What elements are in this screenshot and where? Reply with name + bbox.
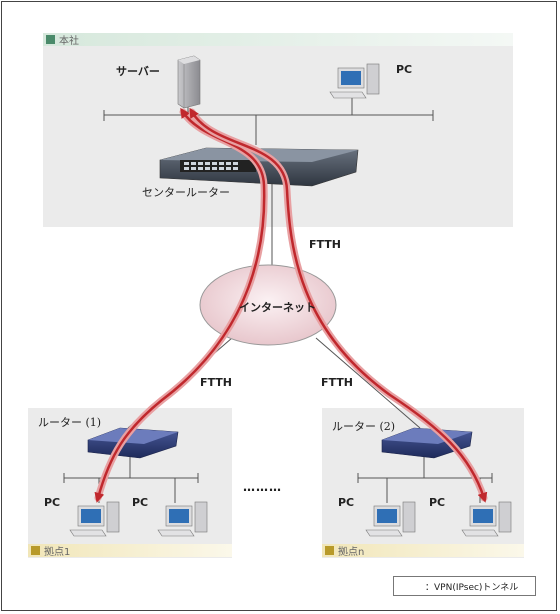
- branchn-label-square: [325, 546, 334, 555]
- internet-label: インターネット: [239, 301, 316, 314]
- branch1-label-bar: 拠点1: [28, 544, 232, 558]
- branch1-router-label: ルーター (1): [38, 416, 102, 429]
- branch1-label-square: [31, 546, 40, 555]
- ftth-right-label: FTTH: [321, 376, 353, 389]
- hq-pc-icon: [329, 63, 380, 99]
- legend: ：VPN(IPsec)トンネル: [393, 576, 536, 596]
- server-icon: [177, 55, 201, 109]
- branchn-lan: [357, 455, 493, 503]
- ftth-left-label: FTTH: [200, 376, 232, 389]
- branch1-label: 拠点1: [44, 547, 71, 558]
- branchn-pc1-label: PC: [338, 496, 355, 509]
- branch1-pc1-label: PC: [44, 496, 61, 509]
- headquarters-label: 本社: [59, 36, 79, 47]
- ftth-top-label: FTTH: [309, 238, 341, 251]
- branch1-pc1-icon: [69, 501, 120, 537]
- branchn-label-bar: 拠点n: [322, 544, 524, 558]
- ellipsis-dots: ………: [243, 480, 282, 494]
- vpn-tunnel-branchn: [188, 107, 488, 503]
- headquarters-label-bar: 本社: [43, 33, 513, 47]
- center-router-label: センタールーター: [142, 186, 230, 199]
- hq-pc-label: PC: [396, 63, 413, 76]
- branch1-lan: [63, 455, 199, 503]
- branchn-pc2-label: PC: [429, 496, 446, 509]
- server-label: サーバー: [116, 65, 160, 78]
- legend-text: ：VPN(IPsec)トンネル: [425, 582, 519, 593]
- branchn-router-label: ルーター (2): [332, 420, 396, 433]
- hq-lan: [103, 96, 434, 145]
- branch1-pc2-icon: [157, 501, 208, 537]
- branchn-pc1-icon: [365, 501, 416, 537]
- branchn-label: 拠点n: [338, 547, 365, 558]
- headquarters-label-square: [46, 35, 55, 44]
- branch1-pc2-label: PC: [132, 496, 149, 509]
- branchn-pc2-icon: [461, 501, 512, 537]
